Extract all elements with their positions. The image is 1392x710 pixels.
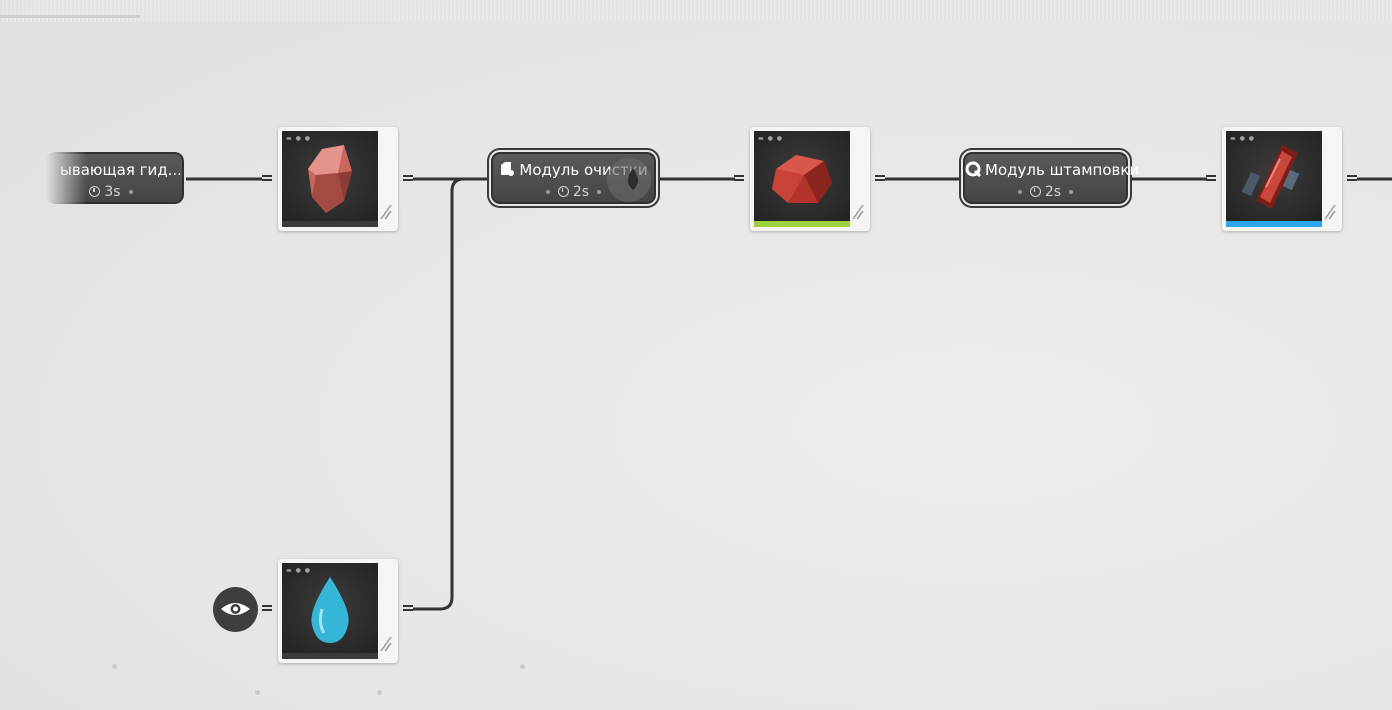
dot-icon — [128, 190, 133, 194]
card-side-mark-icon — [380, 636, 392, 652]
module-title-row: Модуль штамповки — [965, 161, 1139, 179]
module-time: 2s — [1044, 184, 1062, 200]
faint-dot — [112, 664, 117, 669]
faint-dot — [520, 664, 525, 669]
card-bar — [282, 221, 378, 227]
input-port — [734, 175, 744, 181]
card-side-mark-icon — [380, 204, 392, 220]
card-side-mark-icon — [1324, 204, 1336, 220]
faint-dot — [255, 690, 260, 695]
module-time-row: 3s — [48, 184, 182, 200]
top-decorative-strip — [0, 0, 1392, 22]
card-screen: ▬ ● ● — [754, 131, 850, 227]
item-card-raw-ore[interactable]: ▬ ● ● — [278, 127, 398, 231]
item-card-refined-ore[interactable]: ▬ ● ● — [750, 127, 870, 231]
input-port — [262, 175, 272, 181]
dot-icon — [545, 190, 550, 194]
module-time: 2s — [572, 184, 590, 200]
water-drop-icon — [311, 577, 349, 643]
dot-icon — [597, 190, 602, 194]
module-time-row: 2s — [965, 184, 1126, 200]
status-leds-icon: ▬ ● ● — [286, 135, 311, 142]
card-screen: ▬ ● ● — [282, 563, 378, 659]
cleaning-module-icon — [501, 162, 515, 176]
dot-icon — [1069, 190, 1074, 194]
item-card-water[interactable]: ▬ ● ● — [278, 559, 398, 663]
module-node-hydro[interactable]: ывающая гид... 3s — [44, 150, 186, 206]
input-port — [262, 605, 272, 611]
status-leds-icon: ▬ ● ● — [1230, 135, 1255, 142]
top-progress-strip — [0, 15, 140, 18]
raw-red-ore-crystal-icon — [308, 145, 352, 213]
card-side-mark-icon — [852, 204, 864, 220]
clock-icon — [557, 186, 569, 197]
output-port — [1347, 175, 1357, 181]
card-bar — [282, 653, 378, 659]
input-port — [1206, 175, 1216, 181]
card-bar-blue — [1226, 221, 1322, 227]
refined-red-ore-icon — [772, 155, 832, 203]
card-bar-green — [754, 221, 850, 227]
eye-icon — [221, 603, 250, 615]
module-time: 3s — [104, 184, 121, 200]
status-leds-icon: ▬ ● ● — [286, 567, 311, 574]
output-port — [875, 175, 885, 181]
water-input-badge-icon — [607, 158, 651, 202]
visibility-toggle-button[interactable] — [213, 587, 258, 632]
faint-dot — [377, 690, 382, 695]
status-leds-icon: ▬ ● ● — [758, 135, 783, 142]
module-node-cleaning[interactable]: Модуль очистки 2s — [489, 150, 658, 206]
module-title: ывающая гид... — [60, 161, 182, 179]
module-time-row: 2s — [493, 184, 654, 200]
card-screen: ▬ ● ● — [282, 131, 378, 227]
clock-icon — [1029, 186, 1041, 197]
module-node-stamping[interactable]: Модуль штамповки 2s — [961, 150, 1139, 206]
item-card-stamped-part[interactable]: ▬ ● ● — [1222, 127, 1342, 231]
card-screen: ▬ ● ● — [1226, 131, 1322, 227]
output-port — [403, 605, 413, 611]
stamping-module-icon — [965, 161, 981, 177]
module-title: Модуль штамповки — [985, 161, 1140, 179]
link-water-to-m2 — [413, 177, 490, 611]
dot-icon — [1017, 190, 1022, 194]
output-port — [403, 175, 413, 181]
clock-icon — [89, 186, 101, 197]
stamped-component-icon — [1241, 145, 1300, 209]
